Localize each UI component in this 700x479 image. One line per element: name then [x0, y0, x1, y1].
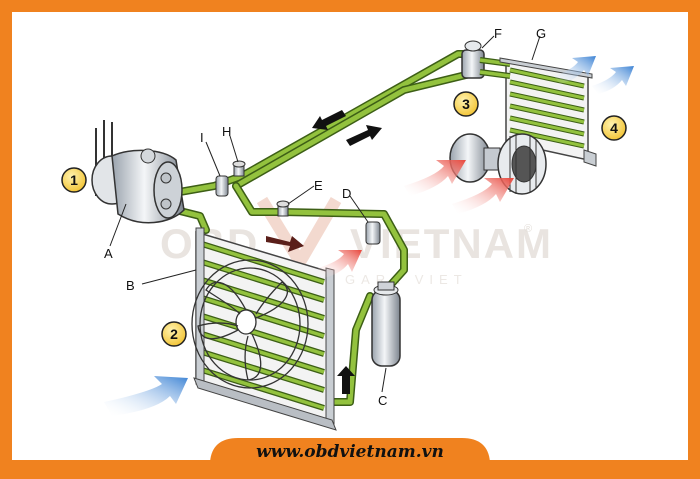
- label-b: B: [126, 278, 135, 293]
- compressor-mount: [140, 148, 156, 164]
- leader-lines: [109, 35, 541, 393]
- leader-c: [381, 367, 387, 393]
- watermark-registered: ®: [524, 223, 532, 235]
- label-a: A: [104, 246, 113, 261]
- watermark-brand: VIETNAM: [350, 220, 553, 267]
- high-side-service-port: [276, 200, 290, 217]
- frame-bottom: [0, 462, 700, 479]
- cold-air-arrow: [592, 66, 634, 94]
- flow-arrow: [346, 125, 382, 146]
- stage-badge-4: 4: [601, 115, 627, 141]
- watermark-sub: GARA VIET: [345, 272, 468, 287]
- label-e: E: [314, 178, 323, 193]
- footer-tab: [210, 438, 490, 462]
- expansion-valve: [461, 40, 485, 79]
- condenser-base: [193, 377, 337, 431]
- leader-h: [229, 135, 239, 163]
- label-f: F: [494, 26, 502, 41]
- flow-arrow: [266, 236, 304, 252]
- low-pressure-switch: [215, 175, 229, 197]
- evaporator-foot: [583, 149, 597, 167]
- hot-air-arrow: [318, 250, 362, 278]
- footer-url: www.obdvietnam.vn: [256, 442, 444, 462]
- high-side-line: [233, 183, 407, 293]
- watermark-v-mark: [256, 196, 342, 274]
- cold-air-arrows: [104, 56, 634, 416]
- svg-text:2: 2: [170, 326, 178, 342]
- frame-left: [0, 0, 12, 479]
- leader-f: [481, 35, 495, 49]
- stage-badge-2: 2: [161, 321, 187, 347]
- cold-air-arrow: [554, 56, 596, 84]
- label-h: H: [222, 124, 231, 139]
- stage-badge-3: 3: [453, 91, 479, 117]
- label-g: G: [536, 26, 546, 41]
- flow-arrow: [337, 366, 355, 394]
- leader-i: [205, 141, 221, 177]
- receiver-drier: [371, 281, 401, 367]
- leader-g: [531, 35, 541, 61]
- condenser-right-tank: [325, 267, 335, 425]
- condenser: [191, 227, 337, 431]
- flow-arrows: [266, 110, 382, 394]
- frame-right: [688, 0, 700, 479]
- stage-badge-1: 1: [61, 167, 87, 193]
- condenser-coils: [201, 241, 325, 411]
- svg-text:3: 3: [462, 96, 470, 112]
- leader-e: [287, 185, 315, 205]
- high-pressure-switch: [365, 221, 381, 245]
- compressor-head: [153, 161, 183, 219]
- cold-air-arrow: [104, 376, 188, 416]
- svg-text:1: 1: [70, 172, 78, 188]
- stage-badges: 1 2 3 4: [61, 91, 627, 347]
- fan-icon: [191, 259, 309, 389]
- hot-air-arrows: [318, 160, 514, 278]
- suction-port: [160, 172, 172, 184]
- label-d: D: [342, 186, 351, 201]
- label-c: C: [378, 393, 387, 408]
- low-side-service-port: [232, 160, 246, 177]
- leader-d: [349, 195, 369, 223]
- frame-top: [0, 0, 700, 12]
- hot-air-arrow: [404, 160, 466, 196]
- discharge-port: [160, 198, 172, 210]
- hot-air-arrow: [452, 178, 514, 214]
- svg-text:4: 4: [610, 120, 618, 136]
- flow-arrow: [312, 110, 346, 130]
- leader-a: [109, 203, 127, 247]
- leader-b: [141, 269, 197, 285]
- evaporator-coils: [509, 67, 585, 149]
- part-labels: A B C D E F G H I: [104, 26, 546, 408]
- compressor: [91, 120, 185, 224]
- label-i: I: [200, 130, 204, 145]
